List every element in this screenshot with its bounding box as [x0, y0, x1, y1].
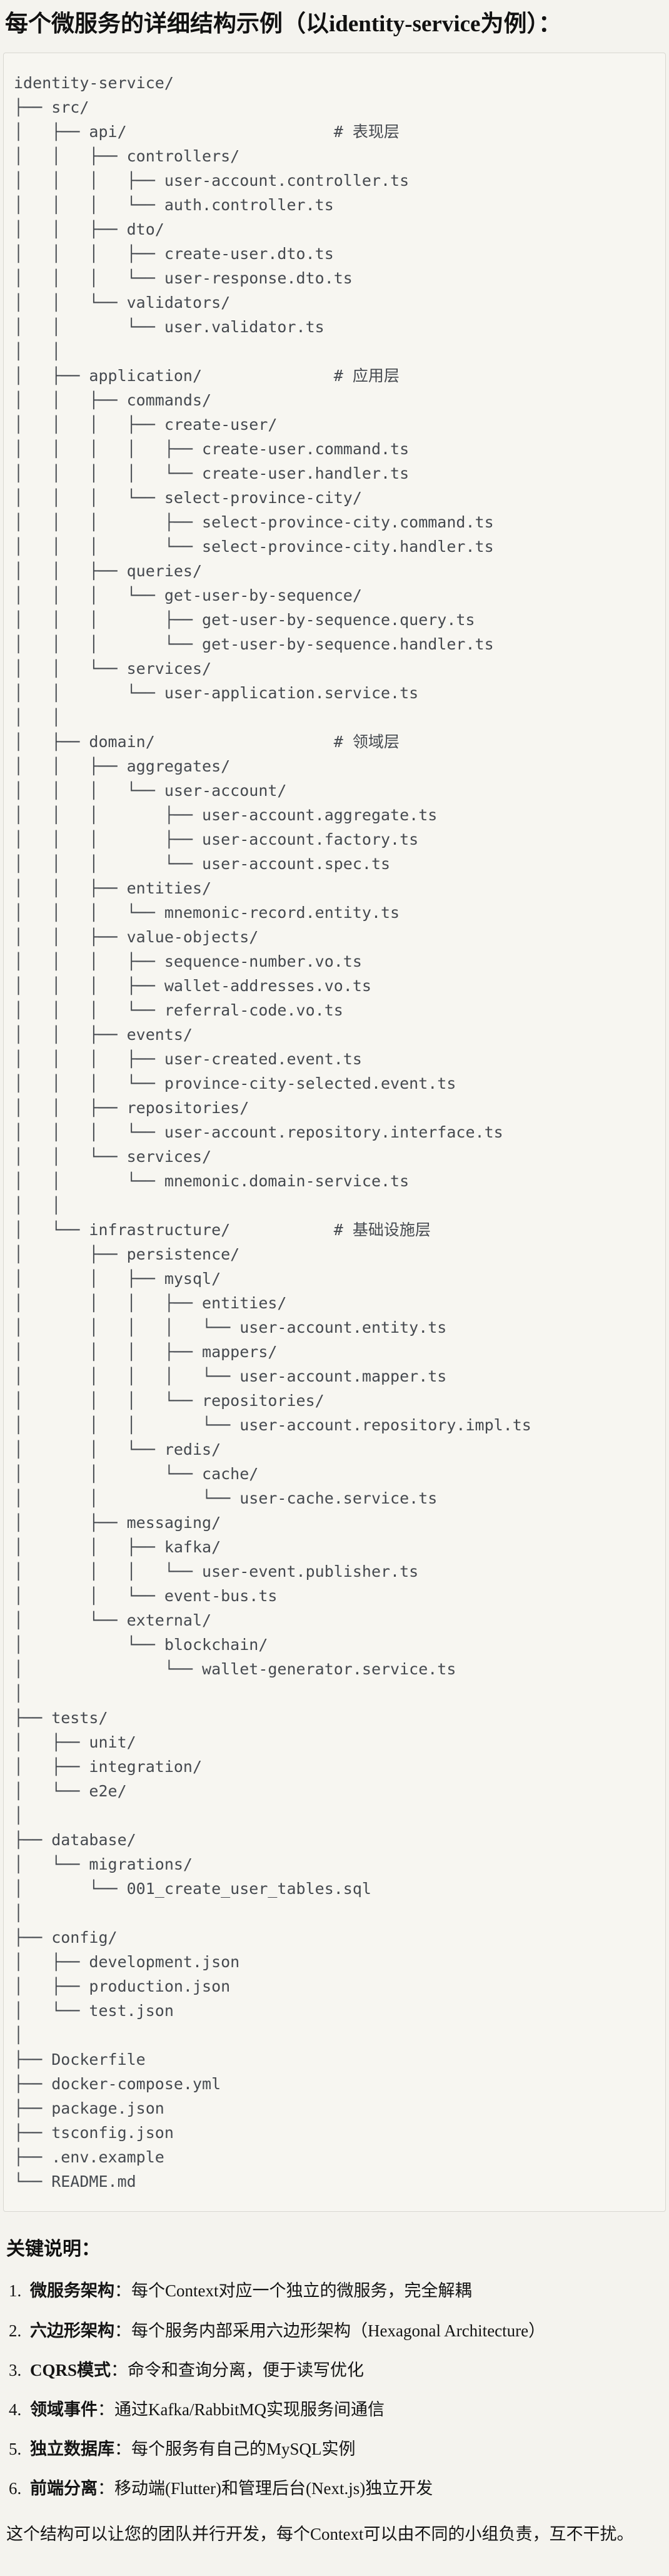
note-number: 2.: [9, 2321, 22, 2340]
note-label: 微服务架构: [30, 2281, 114, 2301]
note-item: 5. 独立数据库：每个服务有自己的MySQL实例: [9, 2437, 661, 2461]
note-number: 6.: [9, 2479, 22, 2498]
notes-heading: 关键说明：: [6, 2238, 100, 2259]
note-label: CQRS模式: [30, 2360, 111, 2380]
note-label: 领域事件: [30, 2400, 98, 2419]
page-title: 每个微服务的详细结构示例（以identity-service为例）：: [5, 11, 561, 37]
notes-section: 关键说明： 1. 微服务架构：每个Context对应一个独立的微服务，完全解耦 2…: [6, 2236, 661, 2547]
note-item: 3. CQRS模式：命令和查询分离，便于读写优化: [9, 2358, 661, 2383]
code-block: identity-service/ ├── src/ │ ├── api/ # …: [3, 52, 666, 2212]
note-item: 6. 前端分离：移动端(Flutter)和管理后台(Next.js)独立开发: [9, 2477, 661, 2501]
notes-list: 1. 微服务架构：每个Context对应一个独立的微服务，完全解耦 2. 六边形架…: [6, 2279, 661, 2501]
note-text: ：每个服务有自己的MySQL实例: [114, 2440, 356, 2458]
note-text: ：每个Context对应一个独立的微服务，完全解耦: [114, 2281, 472, 2301]
note-text: ：移动端(Flutter)和管理后台(Next.js)独立开发: [98, 2479, 433, 2498]
note-item: 1. 微服务架构：每个Context对应一个独立的微服务，完全解耦: [9, 2279, 661, 2303]
note-number: 5.: [9, 2440, 22, 2458]
note-label: 独立数据库: [30, 2440, 114, 2458]
note-text: ：通过Kafka/RabbitMQ实现服务间通信: [98, 2400, 385, 2419]
note-item: 4. 领域事件：通过Kafka/RabbitMQ实现服务间通信: [9, 2398, 661, 2422]
note-label: 前端分离: [30, 2479, 98, 2498]
note-number: 4.: [9, 2400, 22, 2419]
closing-paragraph: 这个结构可以让您的团队并行开发，每个Context可以由不同的小组负责，互不干扰…: [6, 2525, 634, 2544]
note-text: ：每个服务内部采用六边形架构（Hexagonal Architecture）: [114, 2321, 546, 2340]
note-label: 六边形架构: [30, 2321, 114, 2340]
note-item: 2. 六边形架构：每个服务内部采用六边形架构（Hexagonal Archite…: [9, 2319, 661, 2343]
note-number: 1.: [9, 2281, 22, 2301]
directory-tree: identity-service/ ├── src/ │ ├── api/ # …: [14, 73, 531, 2191]
note-number: 3.: [9, 2360, 22, 2380]
note-text: ：命令和查询分离，便于读写优化: [111, 2360, 365, 2380]
